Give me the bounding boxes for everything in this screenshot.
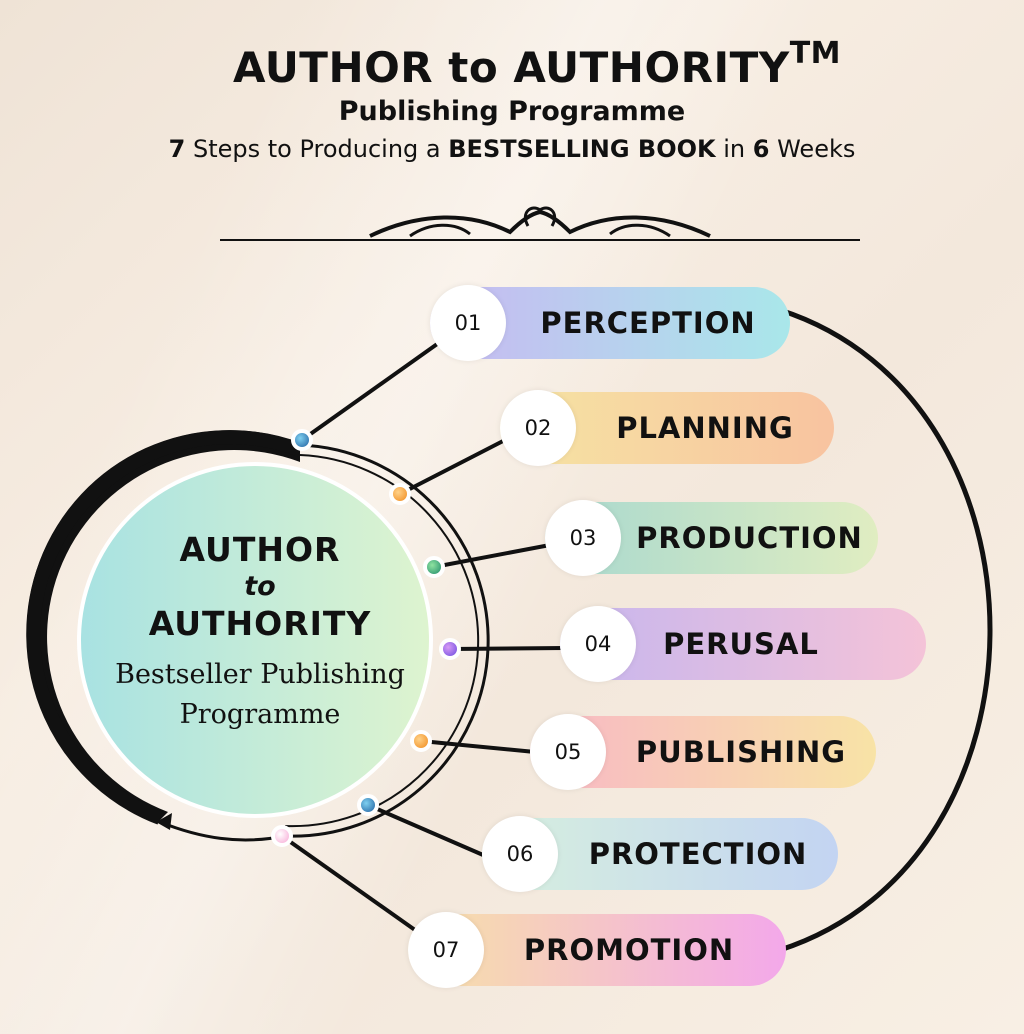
connector-06 xyxy=(367,803,491,860)
tagline-step-count: 7 xyxy=(168,135,186,163)
tagline-part-3: Weeks xyxy=(769,135,856,163)
step-06-number: 06 xyxy=(482,816,558,892)
dot-07 xyxy=(271,825,293,847)
hub-subtitle: Bestseller Publishing Programme xyxy=(115,659,405,730)
connector-07 xyxy=(280,834,417,932)
step-04: 04 PERUSAL xyxy=(560,606,926,682)
connector-dots xyxy=(271,429,461,847)
step-02-number: 02 xyxy=(500,390,576,466)
step-02-label: PLANNING xyxy=(616,411,794,445)
step-03: 03 PRODUCTION xyxy=(545,500,878,576)
hub-circle xyxy=(77,462,433,818)
step-04-number: 04 xyxy=(560,606,636,682)
arrow-head-icon xyxy=(156,813,172,830)
ornament-divider xyxy=(220,206,860,241)
connector-lines xyxy=(280,340,566,932)
step-04-label: PERUSAL xyxy=(663,627,819,661)
step-05: 05 PUBLISHING xyxy=(530,714,876,790)
dot-01 xyxy=(291,429,313,451)
step-01-label: PERCEPTION xyxy=(540,306,756,340)
step-03-label: PRODUCTION xyxy=(636,521,863,555)
hub-line-authority: AUTHORITY xyxy=(148,604,372,643)
step-06: 06 PROTECTION xyxy=(482,816,838,892)
step-02: 02 PLANNING xyxy=(500,390,834,466)
hub-arrow-tail xyxy=(159,820,286,842)
hub-text: AUTHOR to AUTHORITY Bestseller Publishin… xyxy=(80,530,440,735)
hub-line-to: to xyxy=(244,571,276,602)
hub-crescent-outer xyxy=(26,430,303,825)
dot-04 xyxy=(439,638,461,660)
step-01-number: 01 xyxy=(430,285,506,361)
connector-01 xyxy=(300,340,442,442)
step-06-label: PROTECTION xyxy=(588,837,808,871)
tagline-part-2: in xyxy=(715,135,753,163)
step-07-number: 07 xyxy=(408,912,484,988)
step-01: 01 PERCEPTION xyxy=(430,285,790,361)
tagline-weeks: 6 xyxy=(752,135,770,163)
connector-04 xyxy=(449,646,566,651)
step-05-label: PUBLISHING xyxy=(635,735,847,769)
step-03-number: 03 xyxy=(545,500,621,576)
header: AUTHOR to AUTHORITYTM Publishing Program… xyxy=(0,36,1024,163)
trademark-mark: TM xyxy=(789,36,842,71)
page-subtitle: Publishing Programme xyxy=(338,96,686,127)
step-07: 07 PROMOTION xyxy=(408,912,786,988)
step-07-label: PROMOTION xyxy=(523,933,735,967)
page-title: AUTHOR to AUTHORITYTM xyxy=(50,36,1024,92)
dot-02 xyxy=(389,483,411,505)
dot-06 xyxy=(357,794,379,816)
step-05-number: 05 xyxy=(530,714,606,790)
hub-line-author: AUTHOR xyxy=(179,530,341,569)
dot-05 xyxy=(410,730,432,752)
connector-05 xyxy=(420,739,536,754)
title-text: AUTHOR to AUTHORITY xyxy=(232,43,790,92)
tagline-part-1: Steps to Producing a xyxy=(185,135,449,163)
outer-connector-arc xyxy=(779,307,993,953)
dot-03 xyxy=(423,556,445,578)
connector-02 xyxy=(399,438,506,496)
tagline: 7 Steps to Producing a BESTSELLING BOOK … xyxy=(0,135,1024,163)
tagline-highlight: BESTSELLING BOOK xyxy=(448,135,716,163)
connector-03 xyxy=(433,543,551,569)
